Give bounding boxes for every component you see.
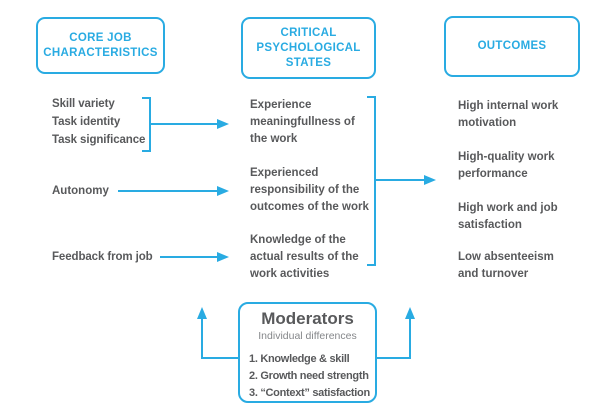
core-item-feedback-from-job: Feedback from job <box>52 251 153 263</box>
core-job-characteristics-box: CORE JOB CHARACTERISTICS <box>36 17 165 74</box>
moderators-title: Moderators <box>261 309 354 328</box>
moderators-subtitle: Individual differences <box>258 330 357 342</box>
psych-state-responsibility: Experienced responsibility of the outcom… <box>250 167 369 213</box>
outcomes-header: OUTCOMES <box>477 40 547 52</box>
core-item-skill-variety: Skill variety <box>52 98 115 110</box>
moderator-item-context-satisfaction: 3. “Context” satisfaction <box>249 387 370 399</box>
psych-group-bracket <box>367 96 376 266</box>
core-item-task-significance: Task significance <box>52 134 146 146</box>
moderator-item-growth-need-strength: 2. Growth need strength <box>249 370 369 382</box>
core-item-task-identity: Task identity <box>52 116 121 128</box>
outcomes-box: OUTCOMES <box>444 16 580 77</box>
moderator-item-knowledge-skill: 1. Knowledge & skill <box>249 353 350 365</box>
outcome-internal-motivation: High internal work motivation <box>458 100 559 129</box>
critical-psychological-states-box: CRITICAL PSYCHOLOGICAL STATES <box>241 17 376 79</box>
critical-psychological-states-header: CRITICAL PSYCHOLOGICAL STATES <box>256 26 361 69</box>
core-item-autonomy: Autonomy <box>52 185 109 197</box>
outcome-low-absenteeism: Low absenteeism and turnover <box>458 251 554 280</box>
outcome-quality-performance: High-quality work performance <box>458 151 555 180</box>
psych-state-meaningfulness: Experience meaningfullness of the work <box>250 99 355 145</box>
moderator-left-connector-arrow <box>197 307 238 359</box>
core-job-characteristics-header: CORE JOB CHARACTERISTICS <box>43 31 158 59</box>
moderator-right-connector-arrow <box>377 307 415 359</box>
outcome-work-satisfaction: High work and job satisfaction <box>458 202 558 231</box>
moderators-box: Moderators Individual differences 1. Kno… <box>238 302 377 403</box>
moderators-list: 1. Knowledge & skill 2. Growth need stre… <box>240 351 370 402</box>
core-grouped-items: Skill variety Task identity Task signifi… <box>52 95 145 149</box>
psych-state-knowledge-of-results: Knowledge of the actual results of the w… <box>250 234 359 280</box>
